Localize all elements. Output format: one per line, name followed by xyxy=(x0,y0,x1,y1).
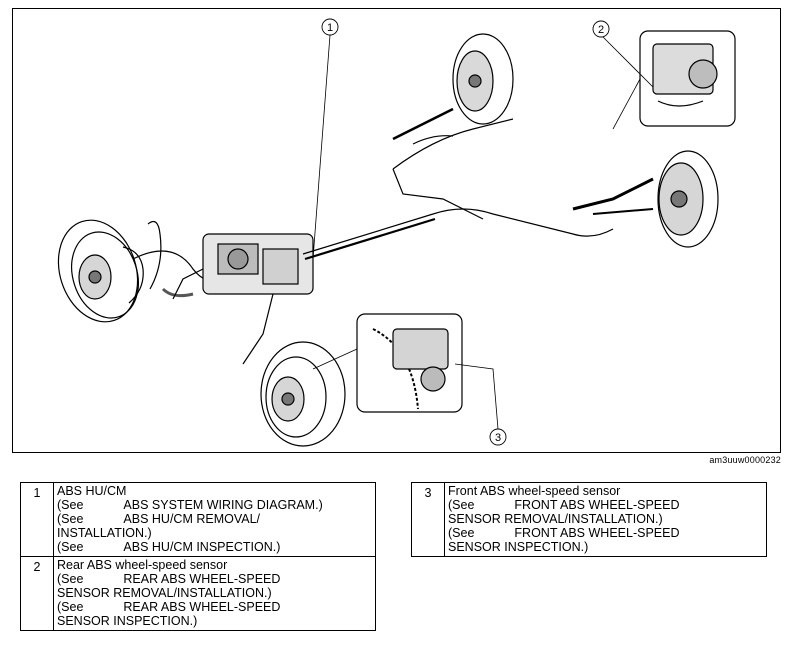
rear-right-suspension xyxy=(572,150,719,248)
abs-layout-illustration: 1 2 3 xyxy=(57,18,736,447)
legend-reference-link[interactable]: ABS HU/CM REMOVAL/ xyxy=(123,512,261,526)
legend-reference-link[interactable]: ABS SYSTEM WIRING DIAGRAM.) xyxy=(123,498,323,512)
legend-reference-link[interactable]: FRONT ABS WHEEL-SPEED xyxy=(514,498,680,512)
rear-left-suspension xyxy=(392,33,514,141)
figure-id: am3uuw0000232 xyxy=(709,455,781,465)
callout-circle-1 xyxy=(321,18,339,36)
callout-leader-3 xyxy=(454,363,499,430)
right-front-wheel xyxy=(260,341,346,447)
callout-circle-3 xyxy=(489,428,507,446)
legend-reference-link[interactable]: FRONT ABS WHEEL-SPEED xyxy=(514,526,680,540)
legend-reference-link[interactable]: REAR ABS WHEEL-SPEED xyxy=(123,600,281,614)
legend-title: ABS HU/CM xyxy=(57,484,127,498)
legend-reference-link[interactable]: REAR ABS WHEEL-SPEED xyxy=(123,572,281,586)
legend-title: Front ABS wheel-speed sensor xyxy=(448,484,621,498)
left-front-wheel xyxy=(57,219,144,323)
callout-label-3: 3 xyxy=(495,432,501,444)
abs-hu-cm-assembly xyxy=(172,233,314,365)
legend-title: Rear ABS wheel-speed sensor xyxy=(57,558,228,572)
legend-reference-link[interactable]: ABS HU/CM INSPECTION.) xyxy=(123,540,281,554)
inset-rear-sensor-detail xyxy=(612,30,736,130)
abs-component-diagram: 1 2 3 xyxy=(12,8,781,453)
callout-label-2: 2 xyxy=(598,24,604,36)
brake-line-main xyxy=(302,208,614,255)
callout-label-1: 1 xyxy=(327,22,333,34)
callout-circle-2 xyxy=(592,20,610,38)
inset-front-sensor-detail xyxy=(312,313,463,413)
legend-number: 2 xyxy=(20,556,54,631)
callout-leader-2 xyxy=(602,36,654,88)
legend-number: 1 xyxy=(20,482,54,557)
legend-number: 3 xyxy=(411,482,445,557)
callout-leader-1 xyxy=(312,34,331,260)
